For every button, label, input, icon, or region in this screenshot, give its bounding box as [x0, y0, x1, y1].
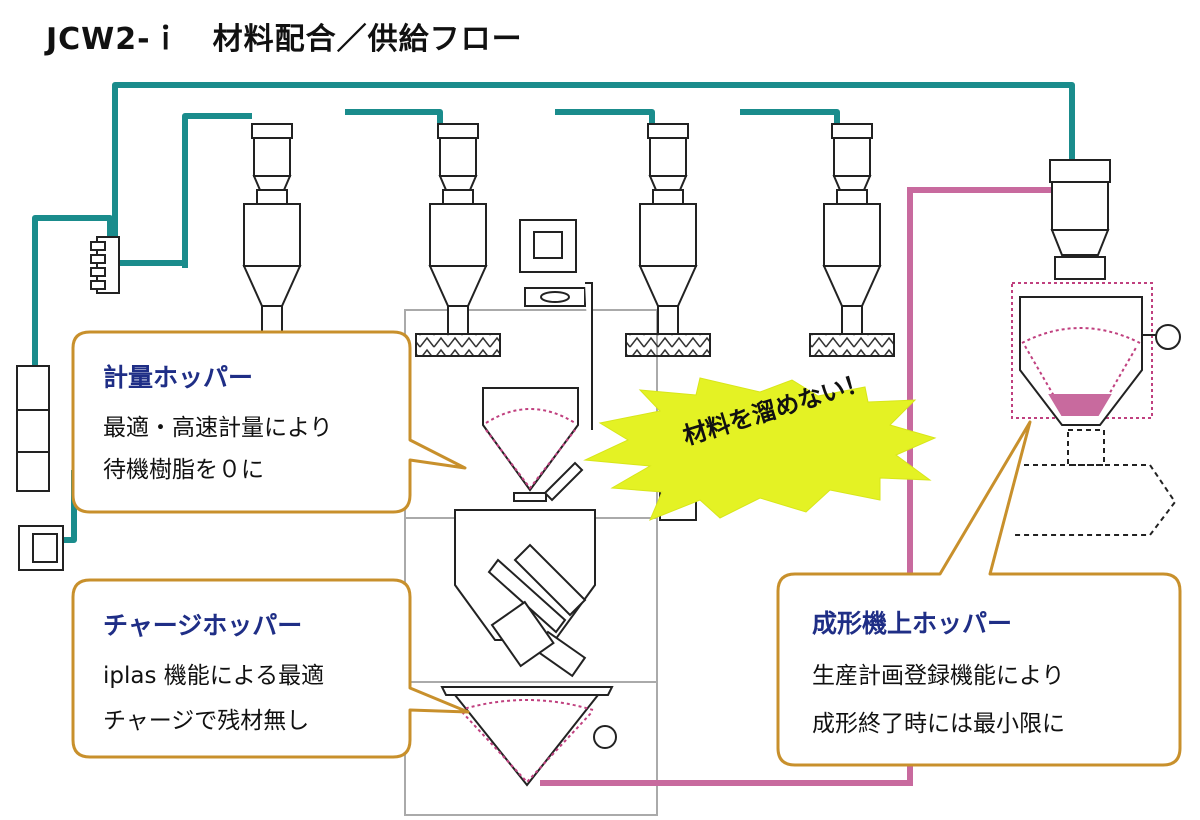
mixing-frame [404, 309, 658, 816]
callout-line: 成形終了時には最小限に [812, 711, 1065, 737]
burst-shape [583, 377, 937, 521]
supply-line [540, 187, 1055, 786]
material-hopper-4 [809, 123, 895, 357]
material-hopper-2 [415, 123, 501, 357]
mixer [454, 509, 596, 678]
callout-line: チャージで残材無し [103, 708, 310, 734]
callout-line: 最適・高速計量により [103, 415, 333, 441]
material-hopper-3 [625, 123, 711, 357]
callout-title: チャージホッパー [103, 611, 303, 640]
callout-title: 成形機上ホッパー [812, 609, 1013, 638]
diagram-title: JCW2-ｉ 材料配合／供給フロー [46, 22, 523, 57]
monitor [519, 219, 593, 430]
callout-line: 待機樹脂を０に [103, 457, 264, 483]
material-hopper-1 [229, 123, 315, 357]
callout-shapes [71, 330, 1182, 767]
molding-hopper [1011, 159, 1181, 536]
control-cabinet [16, 365, 64, 571]
charge-hopper [440, 686, 617, 787]
callout-line: iplas 機能による最適 [103, 663, 325, 689]
callout-title: 計量ホッパー [103, 363, 254, 392]
weighing-hopper [482, 387, 584, 502]
manifold [90, 236, 120, 294]
callout-line: 生産計画登録機能により [812, 663, 1065, 689]
